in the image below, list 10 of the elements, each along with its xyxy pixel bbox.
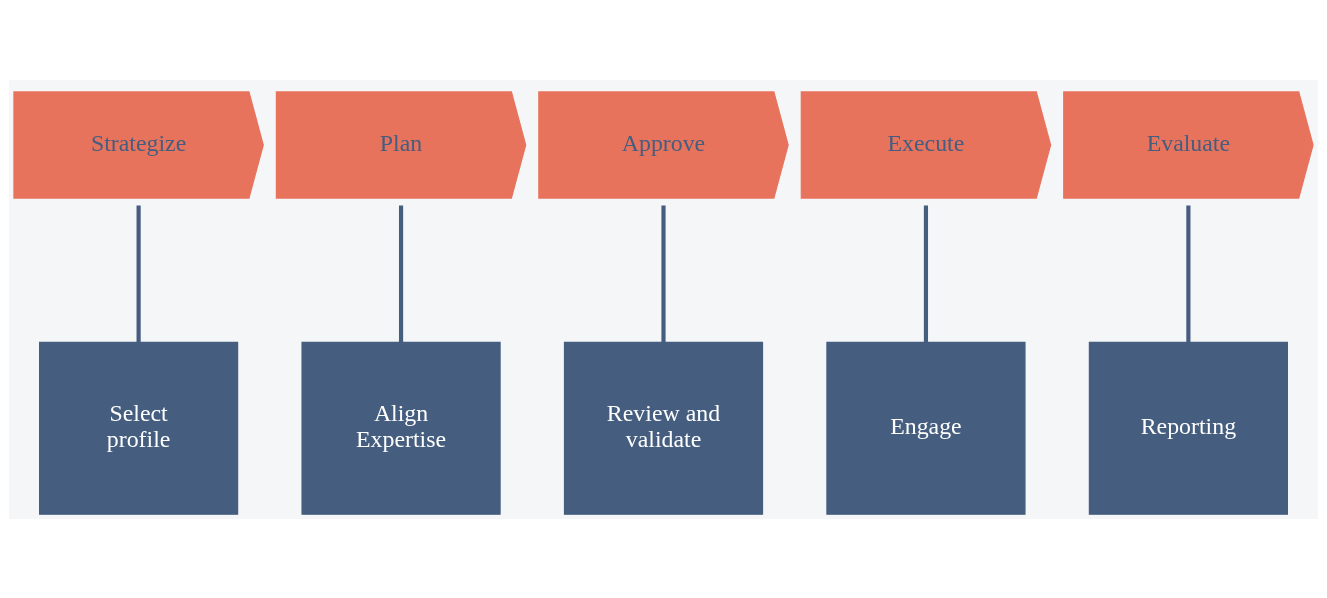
connector xyxy=(398,204,404,342)
node-box: Review and validate xyxy=(563,341,764,515)
node-box: Engage xyxy=(826,341,1026,515)
connector xyxy=(661,204,666,342)
connector xyxy=(1186,204,1191,342)
connector xyxy=(923,204,929,342)
node-box: Reporting xyxy=(1088,341,1288,515)
connector xyxy=(136,204,141,342)
node-box: Align Expertise xyxy=(301,341,501,515)
node-box: Select profile xyxy=(39,341,239,515)
